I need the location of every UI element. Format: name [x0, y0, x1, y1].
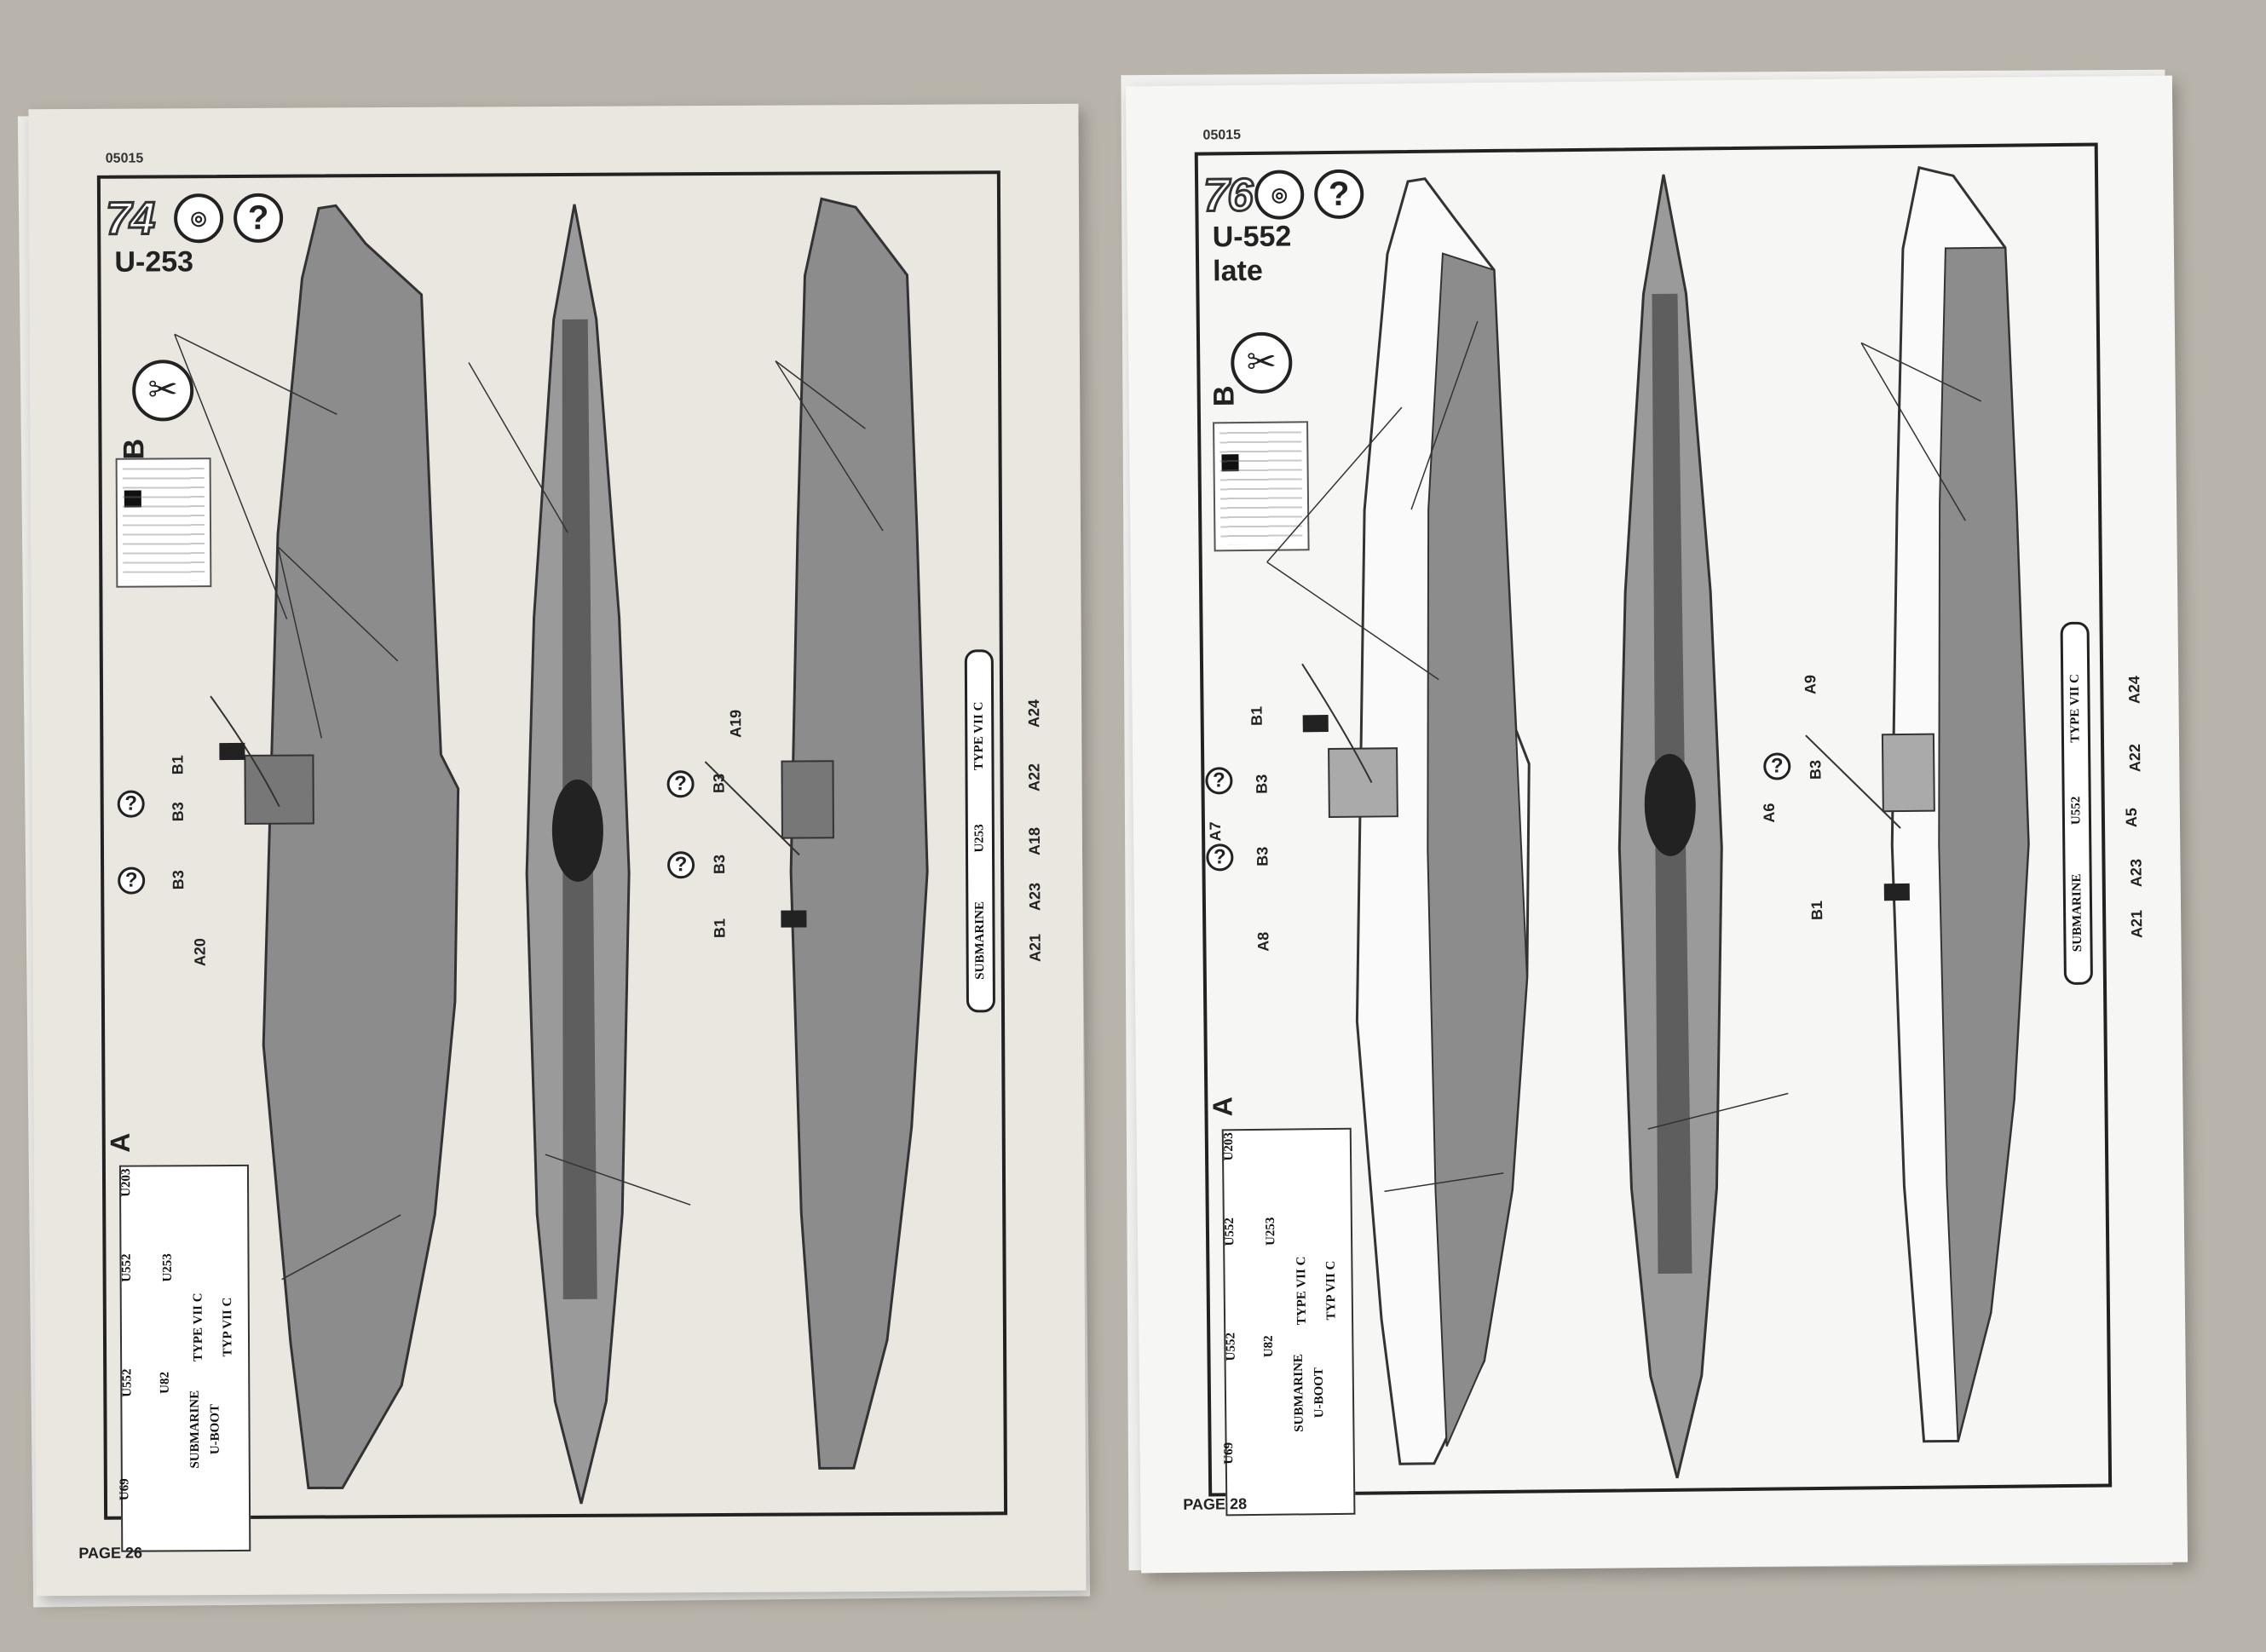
side-view-hull-2 — [789, 197, 929, 1470]
callout-a6: A6 — [1760, 803, 1778, 823]
callout-a20: A20 — [191, 938, 209, 967]
callout-b3-b: B3 — [1254, 846, 1271, 866]
conning-tower-1 — [1328, 747, 1398, 819]
nameplate-diagram: SUBMARINE U253 TYPE VII C — [964, 649, 996, 1013]
side-view-camo-1 — [1427, 252, 1528, 1448]
callout-b3-c: B3 — [710, 773, 728, 794]
callout-a22: A22 — [2126, 743, 2144, 773]
plate-number: U253 — [972, 824, 987, 853]
instruction-page-left: 05015 74 ◎ ? U-253 ✂ B A U69 U552 U82 U5… — [28, 103, 1087, 1597]
callout-a18: A18 — [1025, 827, 1044, 856]
question-mark-icon: ? — [118, 866, 146, 895]
callout-b1-b: B1 — [711, 918, 729, 939]
plate-number: U552 — [2069, 796, 2084, 826]
callout-b3-d: B3 — [711, 854, 729, 875]
callout-b1: B1 — [1248, 705, 1266, 727]
callout-a24: A24 — [1025, 699, 1043, 728]
question-mark-icon: ? — [117, 790, 145, 818]
submarine-drawings-right — [1266, 165, 2030, 1479]
callout-b3-a: B3 — [169, 802, 187, 822]
plate-submarine: SUBMARINE — [972, 901, 988, 980]
plate-type: TYPE VII C — [972, 701, 987, 771]
question-mark-icon: ? — [1205, 767, 1233, 795]
callout-a8: A8 — [1254, 931, 1272, 952]
top-view-tower — [1644, 753, 1696, 856]
callout-a7: A7 — [1206, 821, 1225, 842]
callout-b1-b: B1 — [1808, 900, 1826, 921]
conning-tower-2 — [1881, 733, 1935, 813]
page-number: PAGE 26 — [78, 1544, 143, 1562]
conning-tower-1 — [244, 754, 314, 825]
callout-a24: A24 — [2125, 676, 2143, 705]
page-number: PAGE 28 — [1183, 1495, 1248, 1513]
callout-b3-a: B3 — [1253, 774, 1271, 794]
callout-a22: A22 — [1025, 763, 1043, 792]
question-mark-icon: ? — [666, 770, 695, 798]
callout-a5: A5 — [2122, 808, 2141, 828]
conning-tower-2 — [781, 760, 834, 839]
flag-decal-1 — [1302, 715, 1329, 733]
callout-a9: A9 — [1802, 674, 1819, 695]
callout-a23: A23 — [1026, 882, 1044, 912]
flag-decal-2 — [781, 910, 807, 928]
callout-b1: B1 — [169, 755, 187, 775]
side-view-camo-2 — [1938, 246, 2030, 1442]
side-view-hull-1 — [262, 204, 460, 1490]
flag-decal-1 — [219, 742, 245, 761]
callout-b3-c: B3 — [1807, 759, 1825, 780]
nameplate-diagram: SUBMARINE U552 TYPE VII C — [2060, 621, 2093, 986]
callout-a19: A19 — [727, 709, 745, 738]
callout-a21: A21 — [2128, 909, 2146, 939]
callout-a21: A21 — [1026, 933, 1044, 963]
submarine-drawings-left — [174, 197, 929, 1505]
question-mark-icon: ? — [1206, 843, 1234, 872]
flag-decal-2 — [1883, 883, 1910, 901]
callout-b3-b: B3 — [170, 870, 187, 890]
question-mark-icon: ? — [667, 851, 695, 879]
top-view-tower — [551, 779, 603, 882]
question-mark-icon: ? — [1763, 752, 1791, 780]
instruction-page-right: 05015 76 ◎ ? U-552 late ✂ B A U69 U552 U… — [1125, 75, 2188, 1574]
callout-a23: A23 — [2127, 858, 2145, 888]
plate-type: TYPE VII C — [2067, 673, 2083, 743]
plate-submarine: SUBMARINE — [2070, 873, 2085, 953]
